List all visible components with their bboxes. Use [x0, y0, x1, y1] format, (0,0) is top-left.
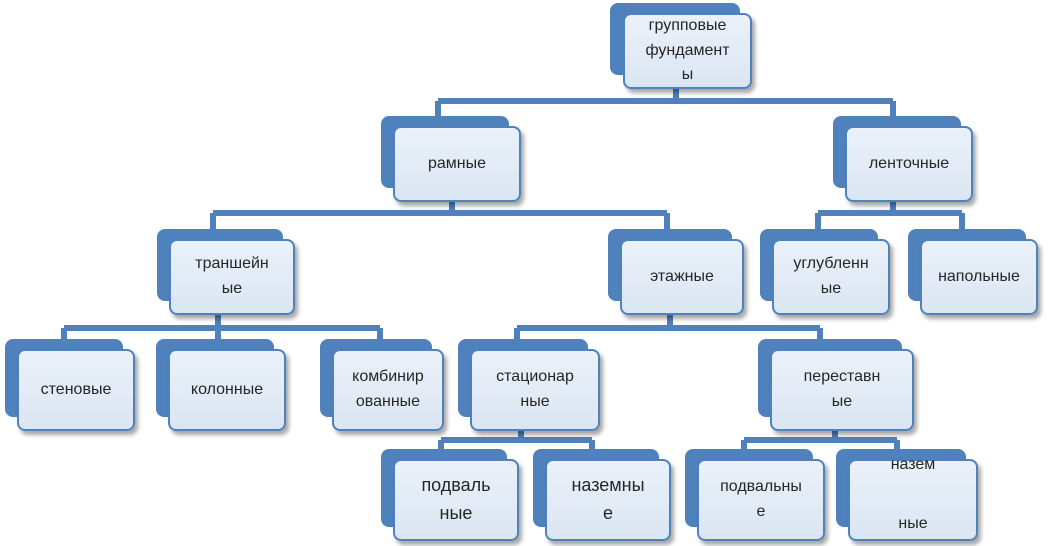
connector-transheynye-level4: [61, 310, 383, 342]
node-nazemnye-1: наземны е: [533, 449, 671, 541]
node-podvalnye-2: подвальны е: [685, 449, 825, 541]
node-perestavnye: переставн ые: [758, 339, 914, 431]
node-stenovye: стеновые: [5, 339, 135, 431]
node-kolonnye: колонные: [156, 339, 286, 431]
node-nazemnye-2-top: назем: [890, 456, 936, 473]
node-nazemnye-2-bottom: ные: [898, 515, 928, 533]
node-statsionarnye: стационар ные: [458, 339, 600, 431]
connector-root-level2: [435, 86, 896, 120]
node-nazemnye-2-box: назем ные: [848, 456, 978, 541]
node-napolnye: напольные: [908, 229, 1038, 315]
connector-ramnye-level3: [210, 197, 670, 232]
connector-lentochnye-level3: [815, 197, 965, 232]
node-nazemnye-2: назем ные: [836, 449, 978, 541]
node-etazhnye: этажные: [608, 229, 744, 315]
node-ramnye: рамные: [381, 116, 521, 202]
node-lentochnye: ленточные: [833, 116, 973, 202]
node-podvalnye-1: подваль ные: [381, 449, 519, 541]
node-kombinirovannye: комбинир ованные: [320, 339, 444, 431]
node-root: групповые фундамент ы: [610, 3, 752, 89]
node-uglublennye: углубленн ые: [760, 229, 890, 315]
node-transheynye: траншейн ые: [157, 229, 295, 315]
connector-etazhnye-level4: [514, 310, 823, 342]
